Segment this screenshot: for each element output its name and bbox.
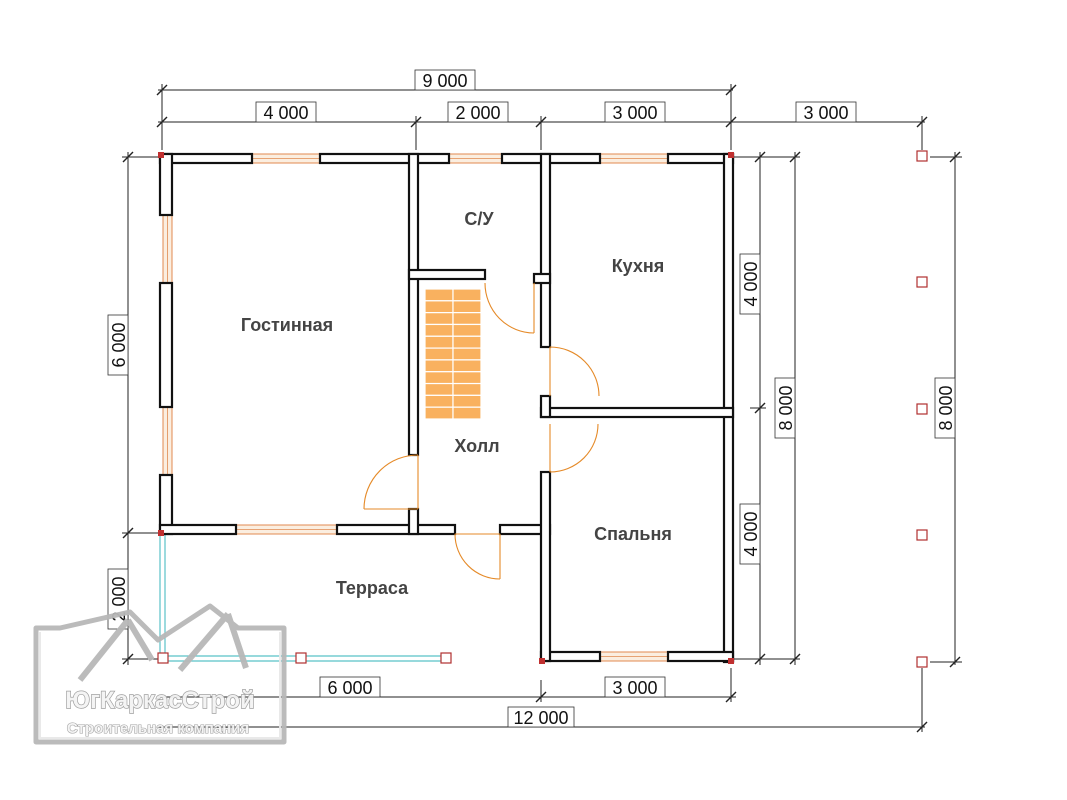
room-label-living: Гостинная xyxy=(241,315,333,335)
dim-living-width: 4 000 xyxy=(263,103,308,123)
stair-tread xyxy=(452,347,482,361)
stair-tread xyxy=(424,323,454,337)
dim-bath-width: 2 000 xyxy=(455,103,500,123)
dim-kitchen-height: 4 000 xyxy=(741,261,761,306)
terrace-post xyxy=(157,652,169,664)
stair-tread xyxy=(452,323,482,337)
stair-tread xyxy=(452,288,482,302)
stair-tread xyxy=(452,394,482,408)
dim-kitchen-width: 3 000 xyxy=(612,103,657,123)
column-post xyxy=(916,276,928,288)
column-post xyxy=(916,529,928,541)
room-label-hall: Холл xyxy=(454,436,499,456)
stair-tread xyxy=(452,359,482,373)
dim-bedroom-height: 4 000 xyxy=(741,511,761,556)
stair-tread xyxy=(452,335,482,349)
dim-far-total: 8 000 xyxy=(936,385,956,430)
windows xyxy=(162,153,669,662)
stair-tread xyxy=(424,288,454,302)
terrace-post xyxy=(440,652,452,664)
stair-tread xyxy=(424,359,454,373)
dim-terrace-height: 2 000 xyxy=(109,576,129,621)
stair-tread xyxy=(452,300,482,314)
logo-name: ЮгКаркасСтрой xyxy=(65,687,255,714)
column-post xyxy=(916,656,928,668)
room-labels: Гостинная С/У Кухня Холл Спальня Терраса xyxy=(241,209,672,598)
stair-tread xyxy=(424,335,454,349)
stair-tread xyxy=(424,300,454,314)
corner-markers xyxy=(158,152,734,664)
dim-bedroom-bottom-width: 3 000 xyxy=(612,678,657,698)
stair-tread xyxy=(452,312,482,326)
dim-overall-bottom: 12 000 xyxy=(513,708,568,728)
stair-tread xyxy=(424,371,454,385)
room-label-kitchen: Кухня xyxy=(612,256,665,276)
dim-right-total: 8 000 xyxy=(776,385,796,430)
stair-tread xyxy=(424,394,454,408)
staircase xyxy=(424,288,482,420)
company-logo: ЮгКаркасСтрой Строительная компания xyxy=(33,603,287,745)
dim-total-width: 9 000 xyxy=(422,71,467,91)
dim-terrace-width: 6 000 xyxy=(327,678,372,698)
dim-left-height: 6 000 xyxy=(109,322,129,367)
stair-tread xyxy=(452,382,482,396)
column-post xyxy=(916,403,928,415)
column-post xyxy=(916,150,928,162)
room-label-terrace: Терраса xyxy=(336,578,409,598)
column-posts xyxy=(916,150,928,668)
stair-tread xyxy=(452,406,482,420)
stair-tread xyxy=(424,382,454,396)
doors xyxy=(363,282,600,580)
dim-extra-width: 3 000 xyxy=(803,103,848,123)
logo-tagline: Строительная компания xyxy=(67,720,249,737)
stair-tread xyxy=(424,347,454,361)
room-label-bedroom: Спальня xyxy=(594,524,672,544)
stair-tread xyxy=(452,371,482,385)
terrace-post xyxy=(295,652,307,664)
dimension-labels: 9 000 4 000 2 000 3 000 3 000 6 000 2 00… xyxy=(107,69,956,728)
room-label-bathroom: С/У xyxy=(464,209,494,229)
stair-tread xyxy=(424,406,454,420)
stair-tread xyxy=(424,312,454,326)
